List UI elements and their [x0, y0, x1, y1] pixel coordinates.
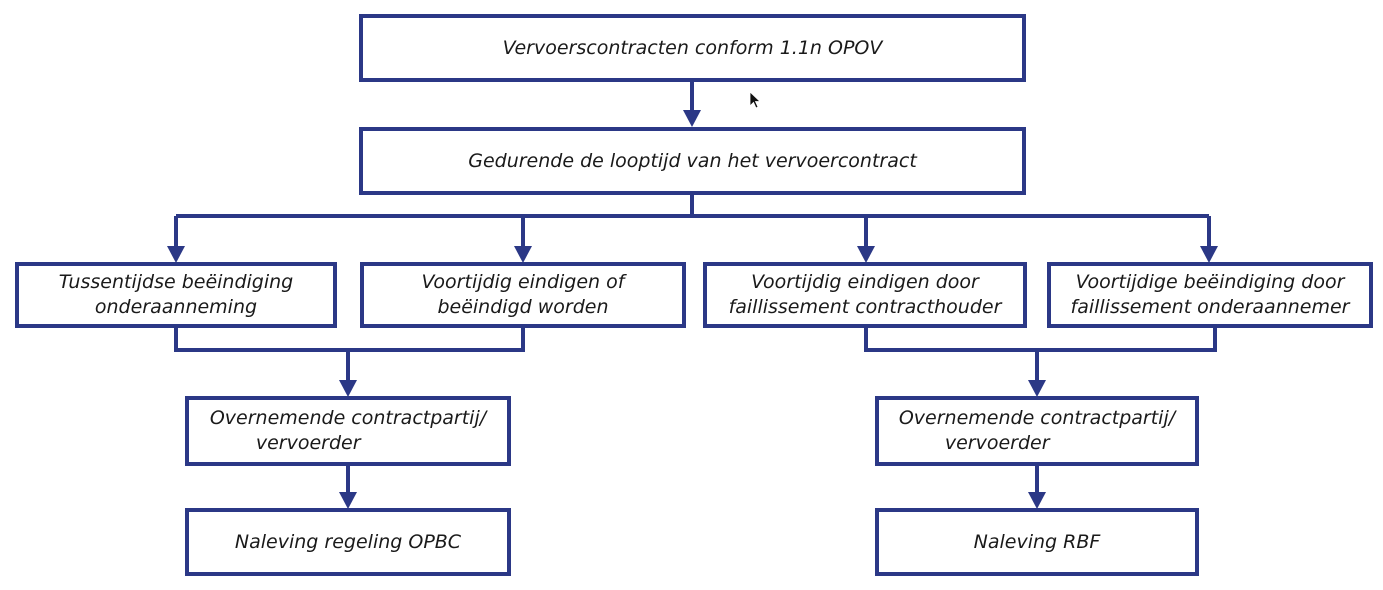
arrowhead-branch-3	[857, 246, 875, 263]
box-during-line1: Gedurende de looptijd van het vervoercon…	[468, 149, 917, 172]
box-branch-1: Tussentijdse beëindiging onderaanneming	[15, 262, 337, 328]
box-branch-4-line2: faillissement onderaannemer	[1070, 296, 1350, 318]
box-branch-2-line1: Voortijdig eindigen of	[421, 271, 625, 293]
box-left-result-line1: Naleving regeling OPBC	[234, 530, 462, 553]
box-branch-2-line2: beëindigd worden	[437, 296, 609, 318]
arrowhead-branch-4	[1200, 246, 1218, 263]
box-left-party-line2: vervoerder	[255, 432, 361, 454]
box-branch-3-line1: Voortijdig eindigen door	[751, 271, 979, 293]
box-branch-4: Voortijdige beëindiging door faillisseme…	[1047, 262, 1373, 328]
mouse-pointer-icon	[750, 92, 762, 109]
arrowhead-branch-2	[514, 246, 532, 263]
box-right-result-line1: Naleving RBF	[973, 530, 1101, 553]
connector-merge-left	[174, 327, 525, 352]
box-right-party-line1: Overnemende contractpartij/	[898, 407, 1176, 429]
box-top: Vervoerscontracten conform 1.1n OPOV	[359, 14, 1026, 82]
box-right-result: Naleving RBF	[875, 508, 1199, 576]
arrowhead-right-result	[1028, 492, 1046, 509]
box-branch-1-line2: onderaanneming	[94, 296, 258, 318]
arrowhead-top-during	[683, 110, 701, 127]
box-left-party: Overnemende contractpartij/ vervoerder	[185, 396, 511, 466]
arrowhead-branch-1	[167, 246, 185, 263]
arrowhead-left-party	[339, 380, 357, 397]
box-branch-1-line1: Tussentijdse beëindiging	[58, 271, 294, 293]
arrowhead-left-result	[339, 492, 357, 509]
arrowhead-right-party	[1028, 380, 1046, 397]
box-right-party: Overnemende contractpartij/ vervoerder	[875, 396, 1199, 466]
box-left-party-line1: Overnemende contractpartij/	[209, 407, 487, 429]
box-branch-4-line1: Voortijdige beëindiging door	[1075, 271, 1345, 293]
box-left-result: Naleving regeling OPBC	[185, 508, 511, 576]
box-during: Gedurende de looptijd van het vervoercon…	[359, 127, 1026, 195]
connector-merge-right	[864, 327, 1217, 352]
box-top-line1: Vervoerscontracten conform 1.1n OPOV	[502, 36, 883, 59]
box-branch-2: Voortijdig eindigen of beëindigd worden	[360, 262, 686, 328]
box-right-party-line2: vervoerder	[944, 432, 1050, 454]
box-branch-3: Voortijdig eindigen door faillissement c…	[703, 262, 1027, 328]
box-branch-3-line2: faillissement contracthouder	[728, 296, 1002, 318]
